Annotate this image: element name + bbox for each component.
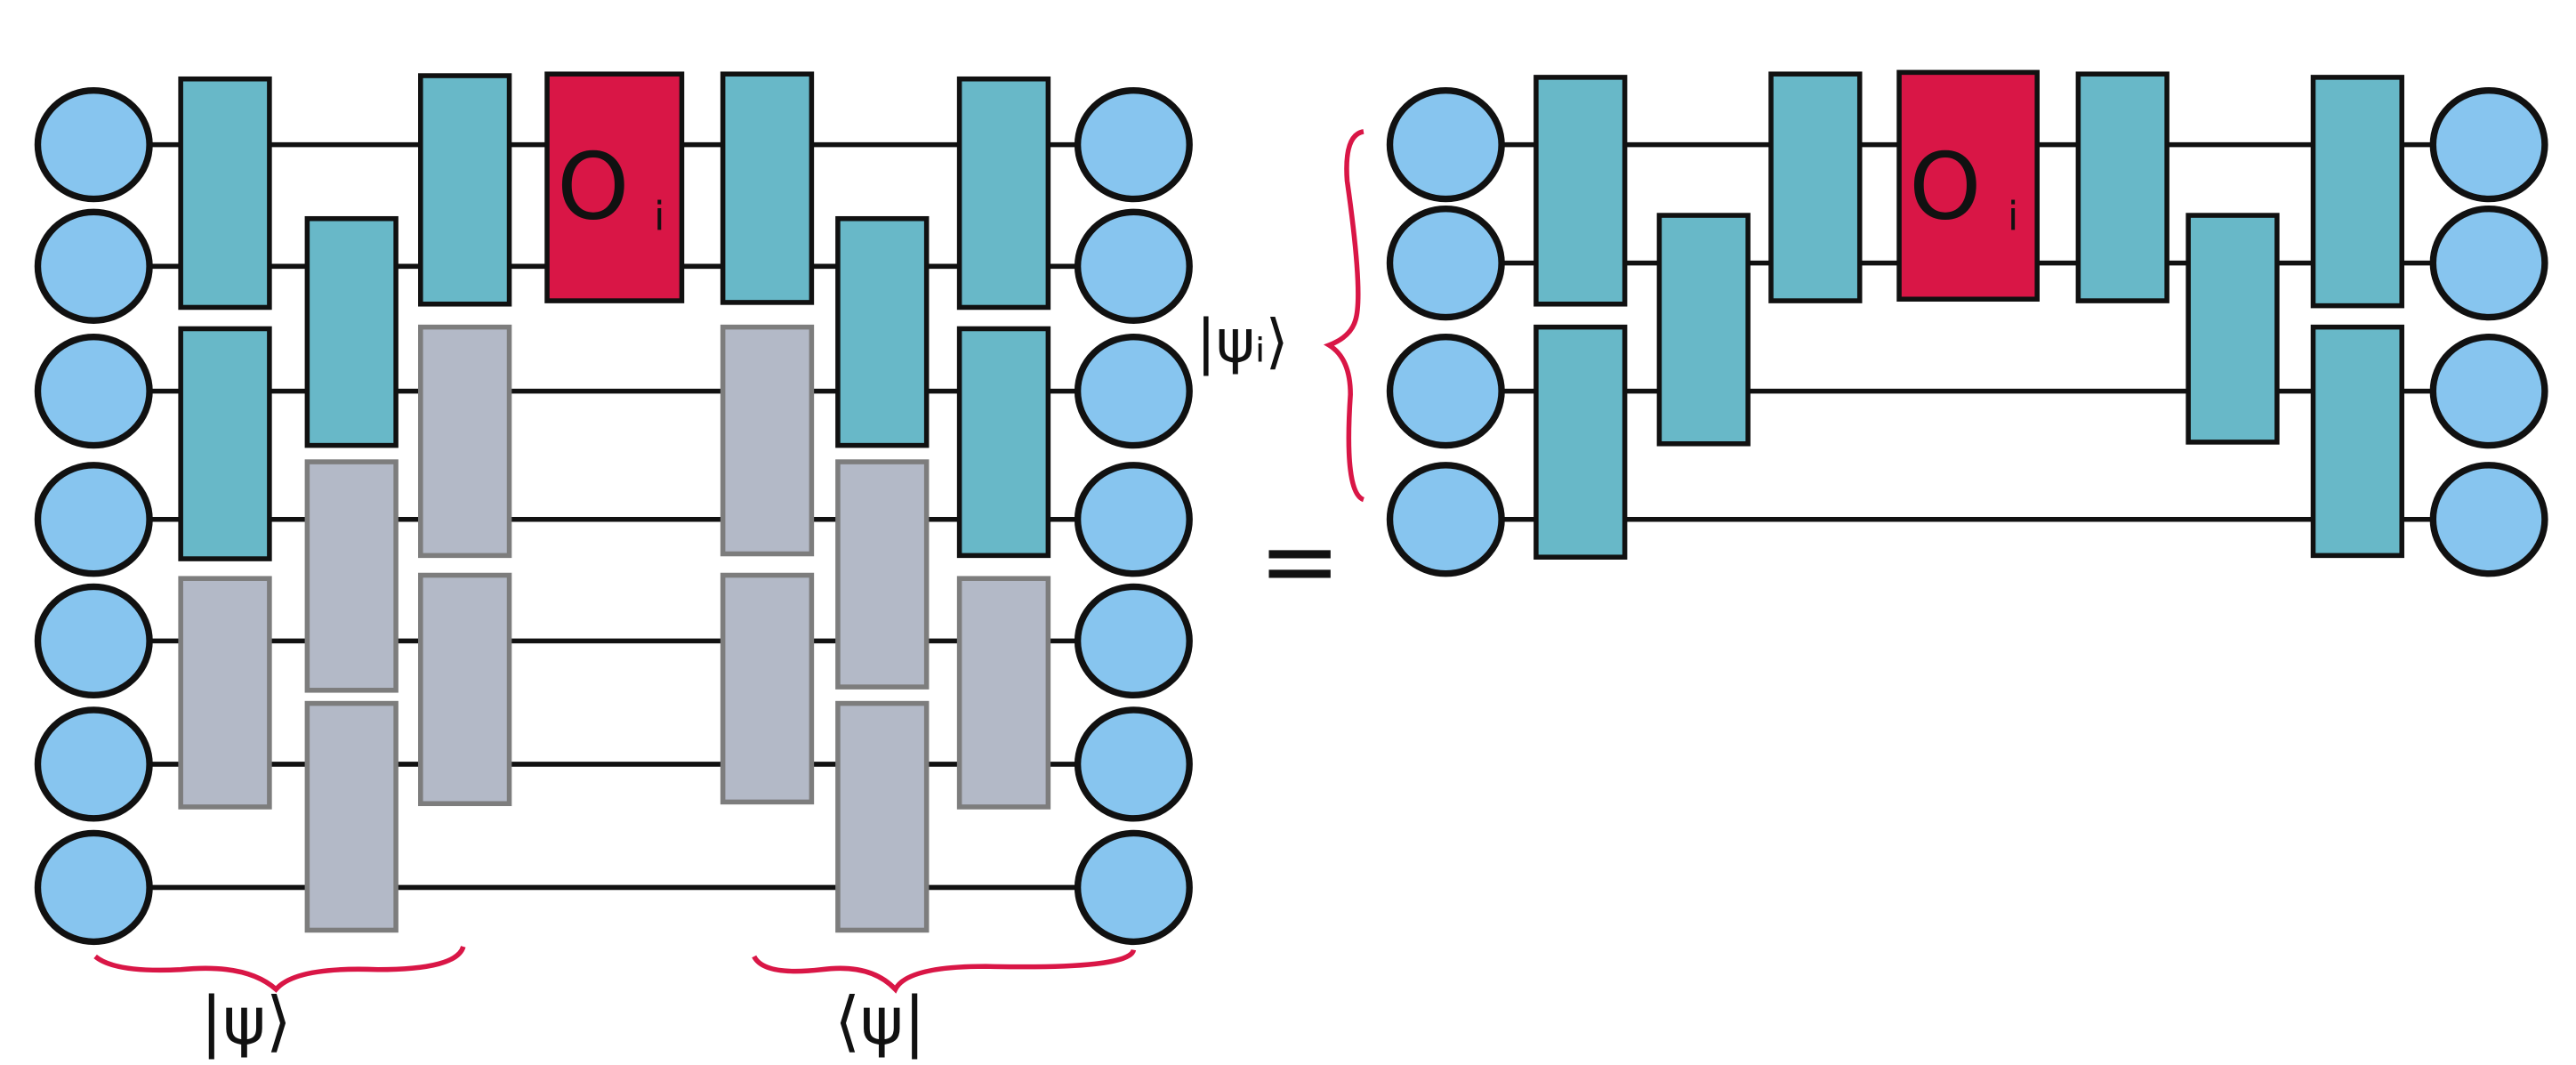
site-node bbox=[34, 86, 153, 203]
contracted-tensor bbox=[956, 576, 1051, 810]
ket-brace bbox=[93, 945, 466, 993]
right-network bbox=[1386, 69, 2548, 577]
site-node bbox=[1074, 583, 1193, 699]
unitary-tensor bbox=[178, 76, 272, 311]
unitary-tensor bbox=[2310, 75, 2404, 309]
reduced-state-brace bbox=[1323, 129, 1365, 503]
site-node bbox=[1386, 334, 1505, 449]
operator-tensor bbox=[544, 71, 685, 303]
site-node bbox=[1074, 706, 1193, 822]
contracted-tensor bbox=[418, 572, 512, 807]
contracted-tensor bbox=[304, 459, 398, 693]
operator-tensor bbox=[1896, 69, 2040, 303]
site-node bbox=[34, 829, 153, 946]
right-operator-symbol: O bbox=[1909, 134, 1981, 241]
site-node bbox=[2429, 462, 2548, 577]
site-node bbox=[34, 334, 153, 449]
unitary-tensor bbox=[418, 73, 512, 307]
bra-brace bbox=[752, 948, 1137, 994]
right-operator-subscript: i bbox=[2008, 195, 2018, 240]
contracted-tensor bbox=[304, 700, 398, 933]
unitary-tensor bbox=[1534, 75, 1628, 307]
site-node bbox=[34, 706, 153, 822]
unitary-tensor bbox=[720, 71, 815, 305]
ket-label: |ψ⟩ bbox=[200, 983, 291, 1060]
site-node bbox=[1074, 208, 1193, 324]
reduced-state-label: |ψᵢ⟩ bbox=[1196, 306, 1289, 375]
site-node bbox=[2429, 334, 2548, 449]
unitary-tensor bbox=[956, 326, 1051, 559]
left-operator-subscript: i bbox=[654, 195, 664, 240]
unitary-tensor bbox=[1768, 71, 1863, 303]
site-node bbox=[34, 208, 153, 324]
contracted-tensor bbox=[720, 324, 815, 557]
site-node bbox=[1386, 86, 1505, 203]
unitary-tensor bbox=[2186, 213, 2280, 445]
site-node bbox=[2429, 86, 2548, 203]
site-node bbox=[1386, 205, 1505, 321]
site-node bbox=[1074, 462, 1193, 577]
equals-sign: = bbox=[1259, 504, 1341, 619]
unitary-tensor bbox=[956, 76, 1051, 311]
unitary-tensor bbox=[835, 215, 930, 448]
unitary-tensor bbox=[2310, 324, 2404, 559]
site-node bbox=[1074, 829, 1193, 946]
unitary-tensor bbox=[1656, 213, 1751, 447]
bra-label: ⟨ψ| bbox=[834, 983, 925, 1060]
contracted-tensor bbox=[178, 576, 272, 810]
site-node bbox=[34, 462, 153, 577]
contracted-tensor bbox=[418, 324, 512, 559]
contracted-tensor bbox=[835, 459, 930, 690]
unitary-tensor bbox=[1534, 324, 1628, 560]
contracted-tensor bbox=[835, 700, 930, 933]
site-node bbox=[1074, 86, 1193, 203]
unitary-tensor bbox=[178, 326, 272, 561]
site-node bbox=[2429, 205, 2548, 321]
unitary-tensor bbox=[2075, 71, 2169, 303]
left-network bbox=[34, 71, 1193, 946]
contracted-tensor bbox=[720, 572, 815, 805]
unitary-tensor bbox=[304, 215, 398, 448]
site-node bbox=[34, 583, 153, 699]
site-node bbox=[1386, 462, 1505, 577]
left-operator-symbol: O bbox=[557, 134, 629, 241]
site-node bbox=[1074, 334, 1193, 449]
